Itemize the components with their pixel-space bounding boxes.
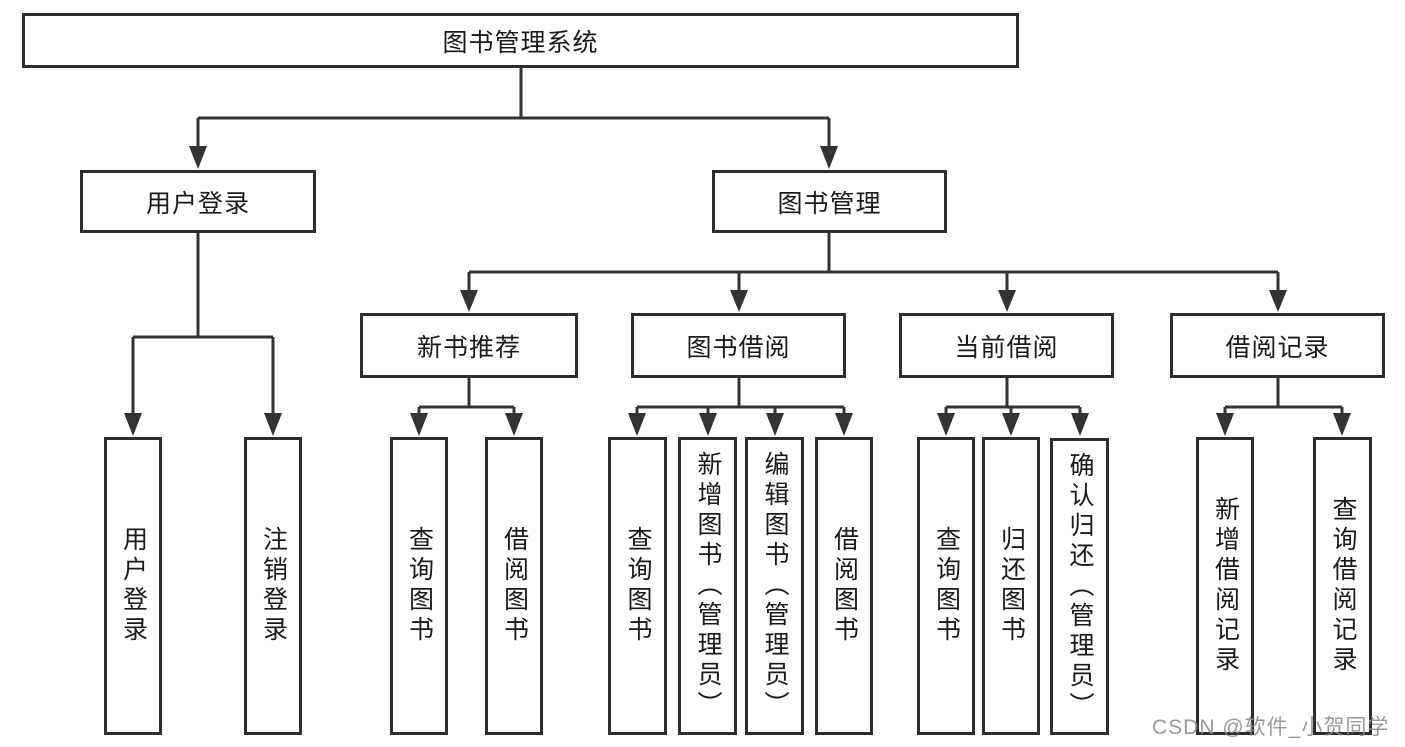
node-leaf-search-borrow-record: 查询借阅记录 — [1313, 437, 1372, 735]
node-leaf-add-borrow-record: 新增借阅记录 — [1196, 437, 1254, 735]
connector-borrow-records-children — [1223, 378, 1344, 416]
node-book-management-label: 图书管理 — [777, 189, 882, 218]
node-leaf-borrow-books-1-label: 借阅图书 — [500, 526, 529, 646]
connector-user-login-children — [131, 233, 275, 416]
node-current-borrow: 当前借阅 — [899, 313, 1114, 378]
connector-book-management-children — [467, 233, 1280, 293]
node-leaf-borrow-books-2: 借阅图书 — [815, 437, 873, 735]
connector-root-to-level2 — [196, 68, 831, 150]
node-leaf-confirm-return-admin: 确认归还（管理员） — [1050, 438, 1109, 735]
arrowhead — [998, 290, 1016, 312]
arrowhead — [124, 413, 142, 436]
arrowhead — [505, 413, 523, 436]
node-leaf-edit-book-admin: 编辑图书（管理员） — [745, 437, 804, 735]
connector-new-book-recommend-children — [417, 378, 516, 416]
node-leaf-login-label: 用户登录 — [119, 526, 148, 646]
arrowhead — [766, 413, 784, 436]
node-user-login-label: 用户登录 — [145, 189, 250, 218]
csdn-watermark: CSDN @软件_小贺同学 — [1152, 716, 1390, 739]
node-leaf-search-books-3-label: 查询图书 — [932, 526, 961, 646]
node-system: 图书管理系统 — [22, 13, 1019, 68]
node-leaf-borrow-books-2-label: 借阅图书 — [830, 526, 859, 646]
arrowhead — [1269, 290, 1287, 312]
arrowhead — [699, 413, 717, 436]
arrowhead — [410, 413, 428, 436]
node-new-book-recommend-label: 新书推荐 — [416, 333, 521, 362]
node-book-management: 图书管理 — [712, 170, 947, 233]
node-borrow-records-label: 借阅记录 — [1225, 333, 1330, 362]
node-leaf-borrow-books-1: 借阅图书 — [485, 437, 543, 735]
node-current-borrow-label: 当前借阅 — [954, 333, 1059, 362]
node-user-login: 用户登录 — [80, 170, 316, 233]
arrowhead — [1333, 413, 1351, 436]
node-leaf-login: 用户登录 — [104, 437, 162, 735]
arrowhead — [628, 413, 646, 436]
node-leaf-search-books-1: 查询图书 — [390, 437, 448, 735]
node-leaf-logout: 注销登录 — [244, 437, 302, 735]
arrowhead — [1071, 413, 1089, 436]
node-leaf-confirm-return-admin-label: 确认归还（管理员） — [1066, 451, 1094, 722]
node-leaf-return-book: 归还图书 — [982, 437, 1040, 735]
connector-book-borrow-children — [635, 378, 846, 416]
arrowhead — [189, 146, 207, 169]
node-leaf-search-borrow-record-label: 查询借阅记录 — [1329, 496, 1357, 676]
arrowhead — [835, 413, 853, 436]
node-borrow-records: 借阅记录 — [1170, 313, 1385, 378]
node-new-book-recommend: 新书推荐 — [360, 313, 578, 378]
connector-current-borrow-children — [944, 378, 1082, 416]
node-leaf-search-books-2: 查询图书 — [608, 437, 667, 735]
arrowhead — [460, 290, 478, 312]
node-leaf-search-books-1-label: 查询图书 — [405, 526, 434, 646]
node-system-label: 图书管理系统 — [442, 28, 599, 57]
node-book-borrow-label: 图书借阅 — [686, 333, 791, 362]
node-leaf-search-books-3: 查询图书 — [917, 437, 975, 735]
arrowhead — [820, 146, 838, 169]
arrowhead — [730, 290, 748, 312]
node-leaf-add-borrow-record-label: 新增借阅记录 — [1211, 496, 1240, 676]
arrowhead — [1216, 413, 1234, 436]
node-leaf-search-books-2-label: 查询图书 — [624, 526, 652, 646]
node-leaf-logout-label: 注销登录 — [259, 526, 288, 646]
arrowhead — [264, 413, 282, 436]
arrowhead — [1002, 413, 1020, 436]
node-leaf-add-book-admin: 新增图书（管理员） — [678, 437, 737, 735]
arrowhead — [937, 413, 955, 436]
node-leaf-edit-book-admin-label: 编辑图书（管理员） — [761, 451, 789, 721]
node-leaf-return-book-label: 归还图书 — [997, 526, 1026, 646]
node-leaf-add-book-admin-label: 新增图书（管理员） — [694, 451, 722, 721]
node-book-borrow: 图书借阅 — [631, 313, 846, 378]
